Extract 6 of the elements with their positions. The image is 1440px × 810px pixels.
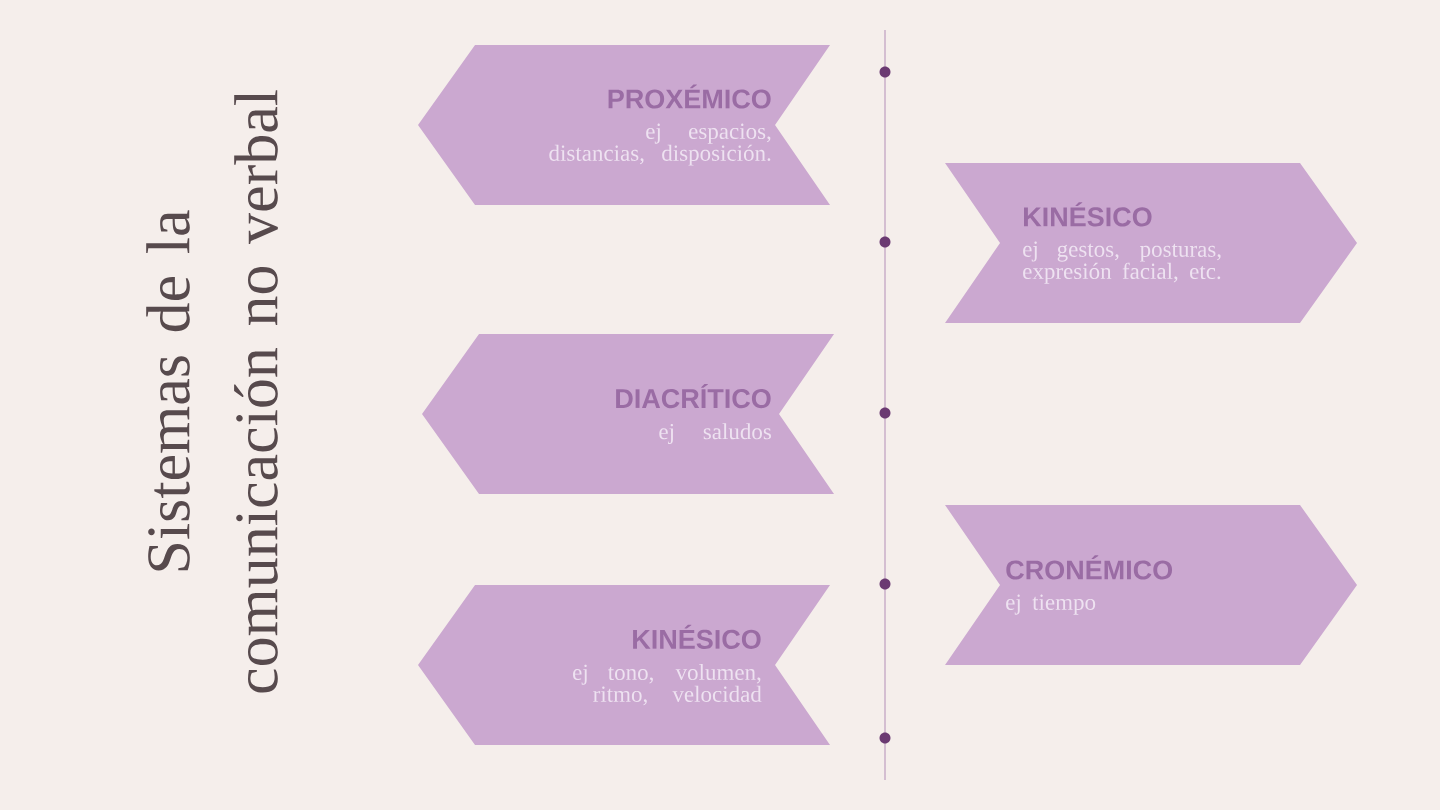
arrow-banner: KINÉSICO ej tono, volumen, ritmo, velocidad [418,585,830,745]
arrow-banner: DIACRÍTICO ej saludos [422,334,834,494]
arrow-banner: KINÉSICO ej gestos, posturas, expresión facial, etc. [945,163,1357,323]
arrow-banner: CRONÉMICO ej tiempo [945,505,1357,665]
arrow-banner: PROXÉMICO ej espacios, distancias, disposición. [418,45,830,205]
title: Sistemas de la comunicación no verbal [146,90,278,693]
